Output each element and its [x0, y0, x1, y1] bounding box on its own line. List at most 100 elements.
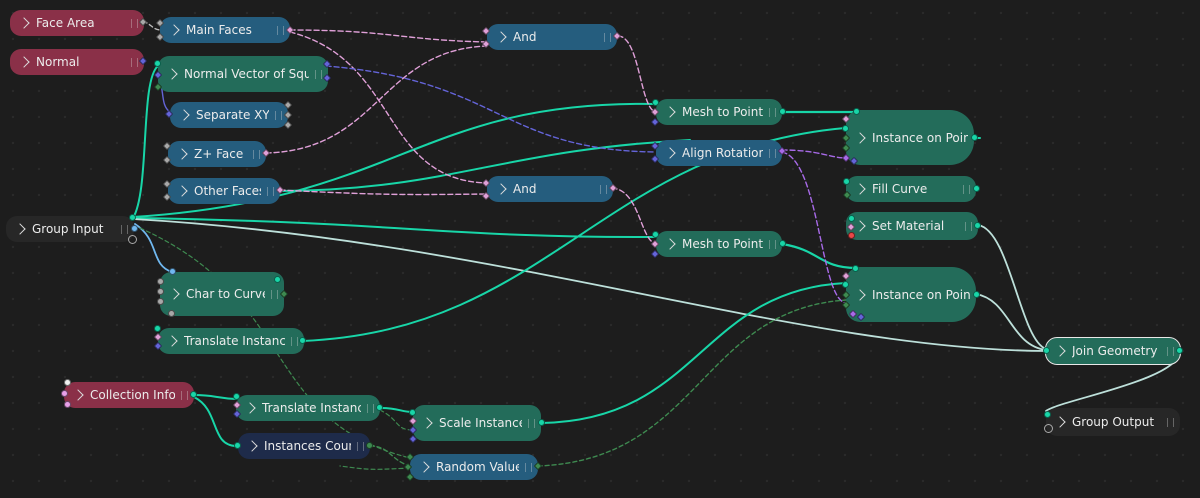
socket-set-material-out[interactable] [974, 222, 981, 229]
socket-mesh-2-out[interactable] [779, 240, 786, 247]
socket-group-input-out-str[interactable] [131, 225, 138, 232]
chevron-right-icon[interactable] [18, 17, 30, 29]
grip-icon[interactable] [253, 149, 260, 159]
grip-icon[interactable] [277, 25, 284, 35]
instance-on-points-node-1[interactable]: Instance on Points [846, 110, 974, 165]
socket-instance-1-in-inst[interactable] [842, 125, 849, 132]
chevron-right-icon[interactable] [176, 185, 188, 197]
socket-collection-in-2[interactable] [61, 390, 68, 397]
socket-translate-2-out[interactable] [376, 404, 383, 411]
socket-instance-2-out[interactable] [973, 291, 980, 298]
socket-fill-in[interactable] [843, 178, 850, 185]
grip-icon[interactable] [131, 18, 138, 28]
socket-mesh-2-in-geo[interactable] [652, 231, 659, 238]
chevron-right-icon[interactable] [1054, 345, 1066, 357]
socket-char-in-1[interactable] [157, 278, 164, 285]
grip-icon[interactable] [769, 239, 776, 249]
socket-instance-2-in-inst[interactable] [842, 281, 849, 288]
main-faces-node[interactable]: Main Faces [160, 17, 290, 43]
align-rotation-node[interactable]: Align Rotation to ... [656, 140, 782, 166]
chevron-right-icon[interactable] [854, 288, 866, 301]
grip-icon[interactable] [769, 148, 776, 158]
face-area-node[interactable]: Face Area [10, 10, 144, 36]
socket-instance-2-in-points[interactable] [852, 265, 859, 272]
socket-group-input-out-geo[interactable] [129, 214, 136, 221]
socket-separate-out-z[interactable] [283, 120, 293, 130]
grip-icon[interactable] [769, 107, 776, 117]
chevron-right-icon[interactable] [18, 56, 30, 68]
collection-info-node[interactable]: Collection Info [64, 382, 194, 408]
socket-scale-in-geo[interactable] [409, 409, 416, 416]
chevron-right-icon[interactable] [495, 183, 507, 195]
chevron-right-icon[interactable] [244, 402, 256, 414]
grip-icon[interactable] [525, 462, 532, 472]
grip-icon[interactable] [131, 57, 138, 67]
grip-icon[interactable] [528, 418, 535, 428]
other-faces-node[interactable]: Other Faces [168, 178, 280, 204]
mesh-to-points-node-1[interactable]: Mesh to Points [656, 99, 782, 125]
grip-icon[interactable] [181, 390, 188, 400]
normal-vector-of-squares-node[interactable]: Normal Vector of Squares [158, 56, 328, 92]
socket-char-in-4[interactable] [168, 310, 175, 317]
socket-count-in[interactable] [234, 442, 241, 449]
grip-icon[interactable] [600, 184, 607, 194]
random-value-node[interactable]: Random Value [410, 454, 538, 480]
group-output-node[interactable]: Group Output [1046, 408, 1180, 436]
grip-icon[interactable] [1167, 346, 1174, 356]
group-input-node[interactable]: Group Input [6, 216, 134, 242]
chevron-right-icon[interactable] [178, 109, 190, 121]
socket-set-material-in-geo[interactable] [848, 215, 855, 222]
grip-icon[interactable] [271, 289, 278, 299]
socket-collection-out[interactable] [190, 391, 197, 398]
socket-translate-1-out[interactable] [299, 337, 306, 344]
socket-fill-out[interactable] [973, 185, 980, 192]
chevron-right-icon[interactable] [418, 461, 430, 473]
chevron-right-icon[interactable] [168, 24, 180, 36]
grip-icon[interactable] [357, 441, 364, 451]
and-node-2[interactable]: And [487, 176, 613, 202]
grip-icon[interactable] [291, 336, 298, 346]
chevron-right-icon[interactable] [854, 131, 866, 144]
chevron-right-icon[interactable] [495, 31, 507, 43]
instance-on-points-node-2[interactable]: Instance on Points [846, 267, 976, 322]
chevron-right-icon[interactable] [664, 238, 676, 250]
socket-char-in-str[interactable] [169, 268, 176, 275]
chevron-right-icon[interactable] [166, 335, 178, 347]
chevron-right-icon[interactable] [72, 389, 84, 401]
char-to-curve-node[interactable]: Char to Curve [160, 272, 284, 316]
socket-collection-in-col[interactable] [64, 379, 71, 386]
socket-char-in-2[interactable] [157, 288, 164, 295]
translate-instances-node-1[interactable]: Translate Instances [158, 328, 304, 354]
grip-icon[interactable] [1167, 417, 1174, 427]
grip-icon[interactable] [275, 110, 282, 120]
join-geometry-node[interactable]: Join Geometry [1045, 337, 1181, 365]
grip-icon[interactable] [604, 32, 611, 42]
socket-group-input-out-empty[interactable] [128, 235, 137, 244]
chevron-right-icon[interactable] [1054, 416, 1066, 428]
socket-mesh-1-in-geo[interactable] [652, 99, 659, 106]
chevron-right-icon[interactable] [166, 68, 178, 80]
translate-instances-node-2[interactable]: Translate Instances [236, 395, 380, 421]
grip-icon[interactable] [315, 69, 322, 79]
fill-curve-node[interactable]: Fill Curve [846, 176, 976, 202]
grip-icon[interactable] [121, 224, 128, 234]
socket-scale-out[interactable] [538, 419, 545, 426]
separate-xyz-node[interactable]: Separate XYZ [170, 102, 288, 128]
socket-set-material-in-mat[interactable] [848, 232, 855, 239]
chevron-right-icon[interactable] [664, 106, 676, 118]
chevron-right-icon[interactable] [854, 220, 866, 232]
socket-translate-2-in-geo[interactable] [233, 393, 240, 400]
socket-normal-vector-in-geo[interactable] [154, 60, 161, 67]
socket-mesh-1-out[interactable] [779, 108, 786, 115]
socket-instance-1-out[interactable] [971, 134, 978, 141]
grip-icon[interactable] [367, 403, 374, 413]
socket-char-out-curve[interactable] [274, 276, 281, 283]
socket-join-out[interactable] [1176, 347, 1183, 354]
mesh-to-points-node-2[interactable]: Mesh to Points [656, 231, 782, 257]
socket-count-out[interactable] [366, 442, 373, 449]
z-face-node[interactable]: Z+ Face [168, 141, 266, 167]
socket-group-output-empty[interactable] [1044, 424, 1053, 433]
set-material-node[interactable]: Set Material [846, 212, 978, 240]
grip-icon[interactable] [267, 186, 274, 196]
